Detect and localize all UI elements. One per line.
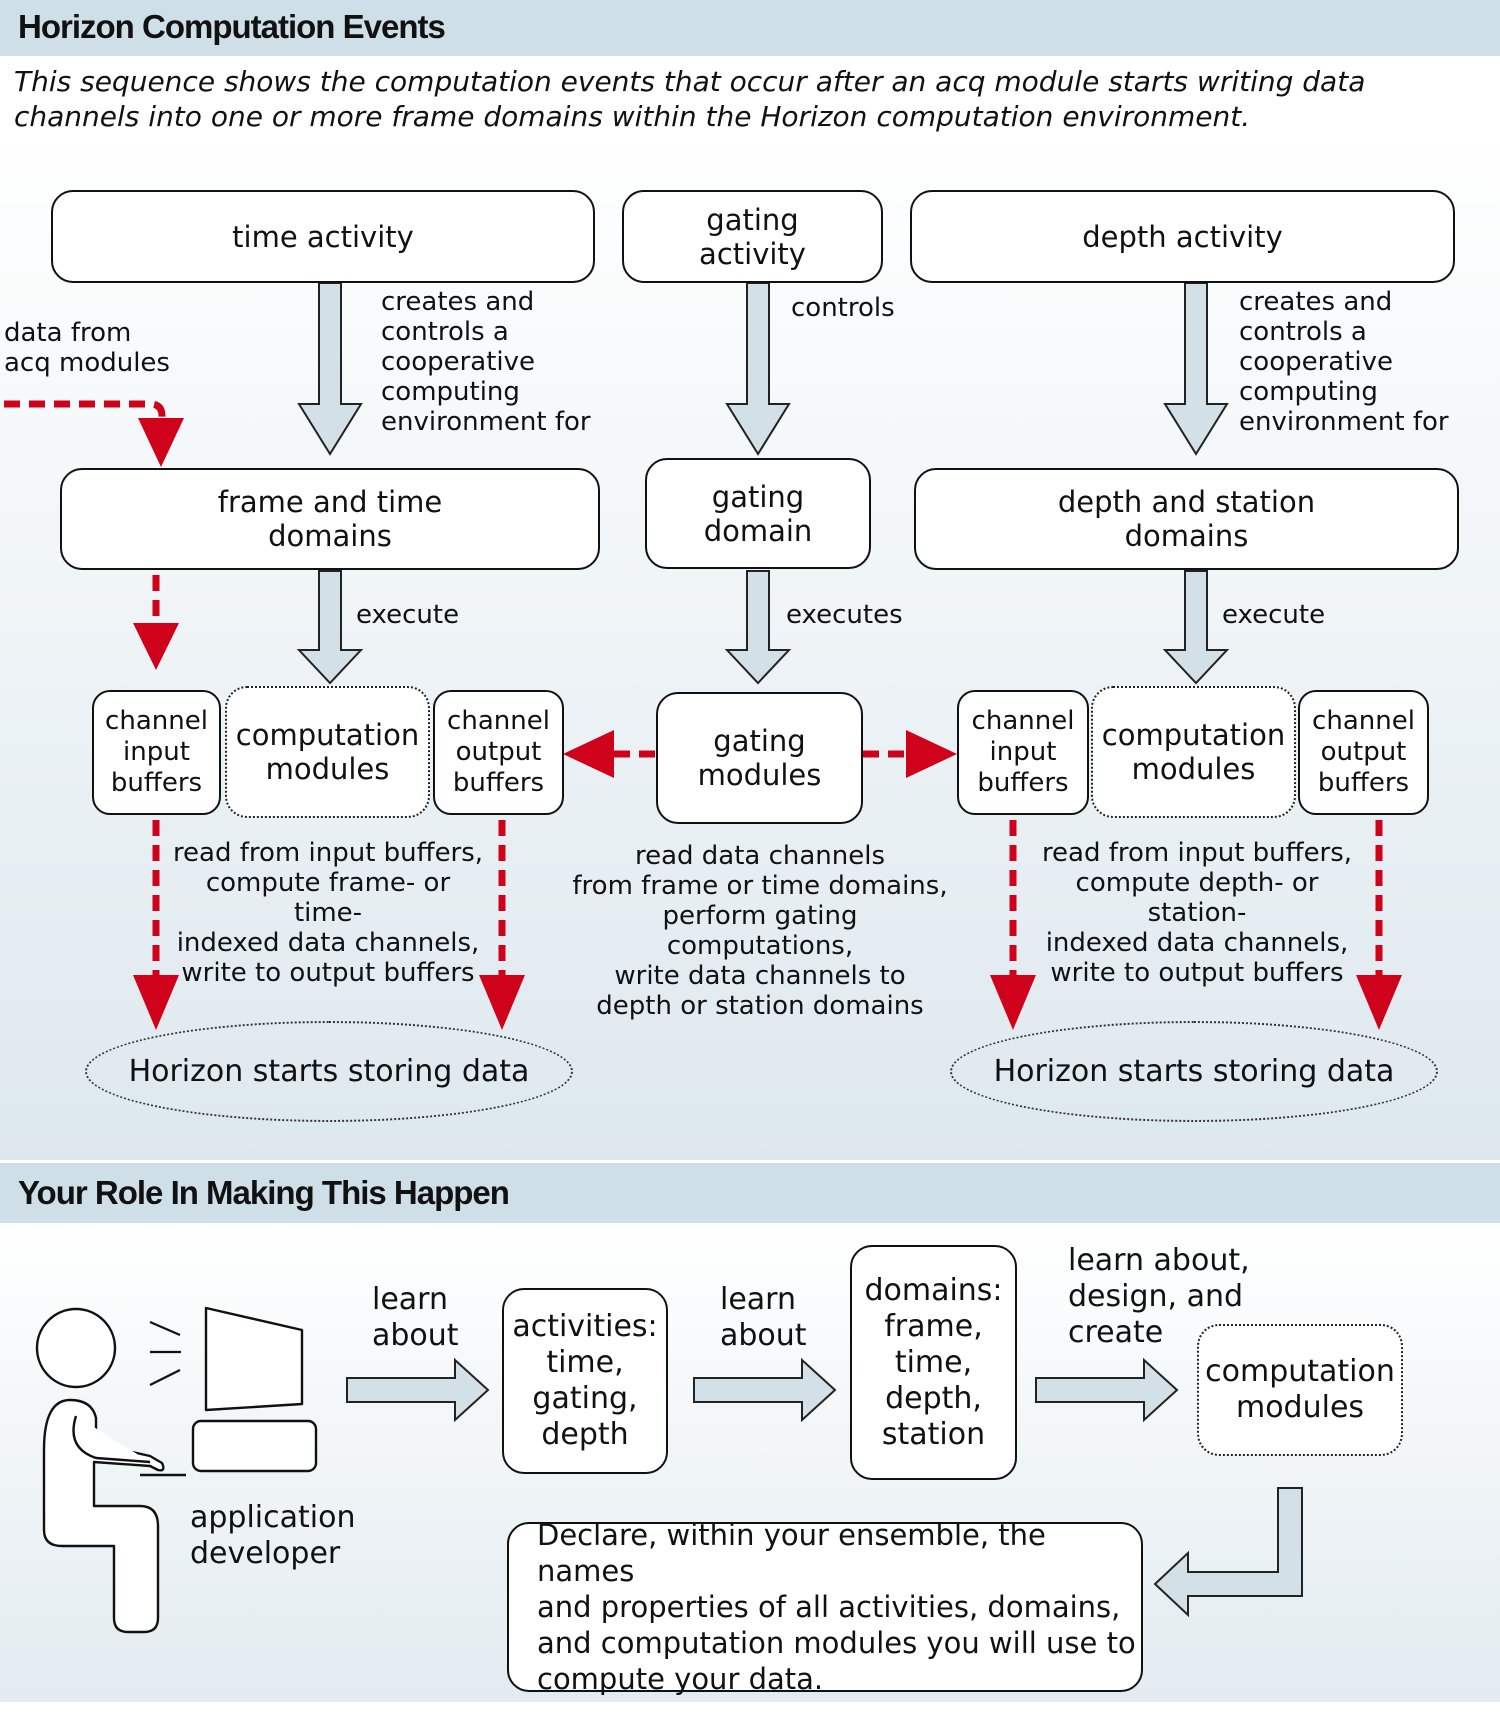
arrow-return-bent xyxy=(1153,1487,1303,1618)
left-storage-ellipse: Horizon starts storing data xyxy=(85,1021,573,1122)
right-computation-modules-box: computation modules xyxy=(1091,686,1296,818)
frame-time-domains-box: frame and time domains xyxy=(60,468,600,570)
developer-head xyxy=(35,1307,117,1389)
center-process-label: read data channels from frame or time do… xyxy=(572,841,948,1021)
depth-domain-label: execute xyxy=(1222,600,1326,630)
section2-header-bar xyxy=(0,1163,1500,1223)
section2-title: Your Role In Making This Happen xyxy=(18,1174,510,1211)
section1-title: Horizon Computation Events xyxy=(18,8,446,45)
time-activity-box: time activity xyxy=(51,190,595,283)
right-process-label: read from input buffers, compute depth- … xyxy=(1041,838,1353,988)
depth-activity-label: creates and controls a cooperative compu… xyxy=(1239,287,1449,437)
role-computation-modules-box: computation modules xyxy=(1197,1324,1403,1456)
section1-header-bar xyxy=(0,0,1500,56)
arrow-depth-domain-down xyxy=(1162,570,1230,685)
keyboard-base xyxy=(191,1419,318,1473)
arrow-gating-activity-down xyxy=(725,282,791,456)
depth-station-domains-box: depth and station domains xyxy=(914,468,1459,570)
redhead-acq xyxy=(138,418,184,467)
monitor xyxy=(204,1306,304,1412)
redhead-output-storage xyxy=(479,975,525,1030)
redhead-gating-left xyxy=(563,730,614,778)
arrow-gating-domain-down xyxy=(724,570,792,685)
developer-label: application developer xyxy=(190,1500,356,1571)
redhead-gating-right xyxy=(906,730,957,778)
arrow-learn3-right xyxy=(1035,1357,1179,1423)
activities-box: activities: time, gating, depth xyxy=(502,1288,668,1474)
right-output-buffers-box: channel output buffers xyxy=(1298,690,1429,815)
dashed-acq-path xyxy=(4,400,166,428)
gating-domain-label: executes xyxy=(786,600,903,630)
left-input-buffers-box: channel input buffers xyxy=(92,690,221,815)
frame-domain-label: execute xyxy=(356,600,460,630)
arrow-learn2-right xyxy=(693,1357,837,1423)
arrow-learn1-right xyxy=(346,1357,490,1423)
redhead-right-output-storage xyxy=(1356,975,1402,1030)
section1-intro: This sequence shows the computation even… xyxy=(14,65,1366,133)
declare-box: Declare, within your ensemble, the names… xyxy=(507,1518,1143,1696)
learn-design-create-label: learn about, design, and create xyxy=(1068,1243,1250,1350)
right-storage-label: Horizon starts storing data xyxy=(993,1054,1395,1089)
screen-glow-lines xyxy=(149,1320,181,1386)
redhead-input-storage xyxy=(133,975,179,1030)
arrow-time-activity-down xyxy=(297,282,363,456)
gating-activity-label: controls xyxy=(791,293,895,323)
redhead-right-input-storage xyxy=(990,975,1036,1030)
developer-figure xyxy=(35,1306,318,1634)
redhead-frame-input xyxy=(133,623,179,670)
gating-activity-box: gating activity xyxy=(622,190,883,283)
arrow-frame-domain-down xyxy=(296,570,364,685)
right-input-buffers-box: channel input buffers xyxy=(957,690,1089,815)
arrow-depth-activity-down xyxy=(1163,282,1229,456)
left-computation-modules-box: computation modules xyxy=(225,686,430,818)
gating-domain-box: gating domain xyxy=(645,458,871,569)
domains-box: domains: frame, time, depth, station xyxy=(850,1245,1017,1480)
depth-activity-box: depth activity xyxy=(910,190,1455,283)
learn-about-1-label: learn about xyxy=(372,1282,459,1353)
left-storage-label: Horizon starts storing data xyxy=(128,1054,530,1089)
acq-data-label: data from acq modules xyxy=(4,318,170,378)
time-activity-label: creates and controls a cooperative compu… xyxy=(381,287,591,437)
right-storage-ellipse: Horizon starts storing data xyxy=(950,1021,1438,1122)
gating-modules-box: gating modules xyxy=(656,692,863,824)
left-output-buffers-box: channel output buffers xyxy=(433,690,564,815)
left-process-label: read from input buffers, compute frame- … xyxy=(172,838,484,988)
learn-about-2-label: learn about xyxy=(720,1282,807,1353)
developer-arm xyxy=(72,1415,151,1464)
